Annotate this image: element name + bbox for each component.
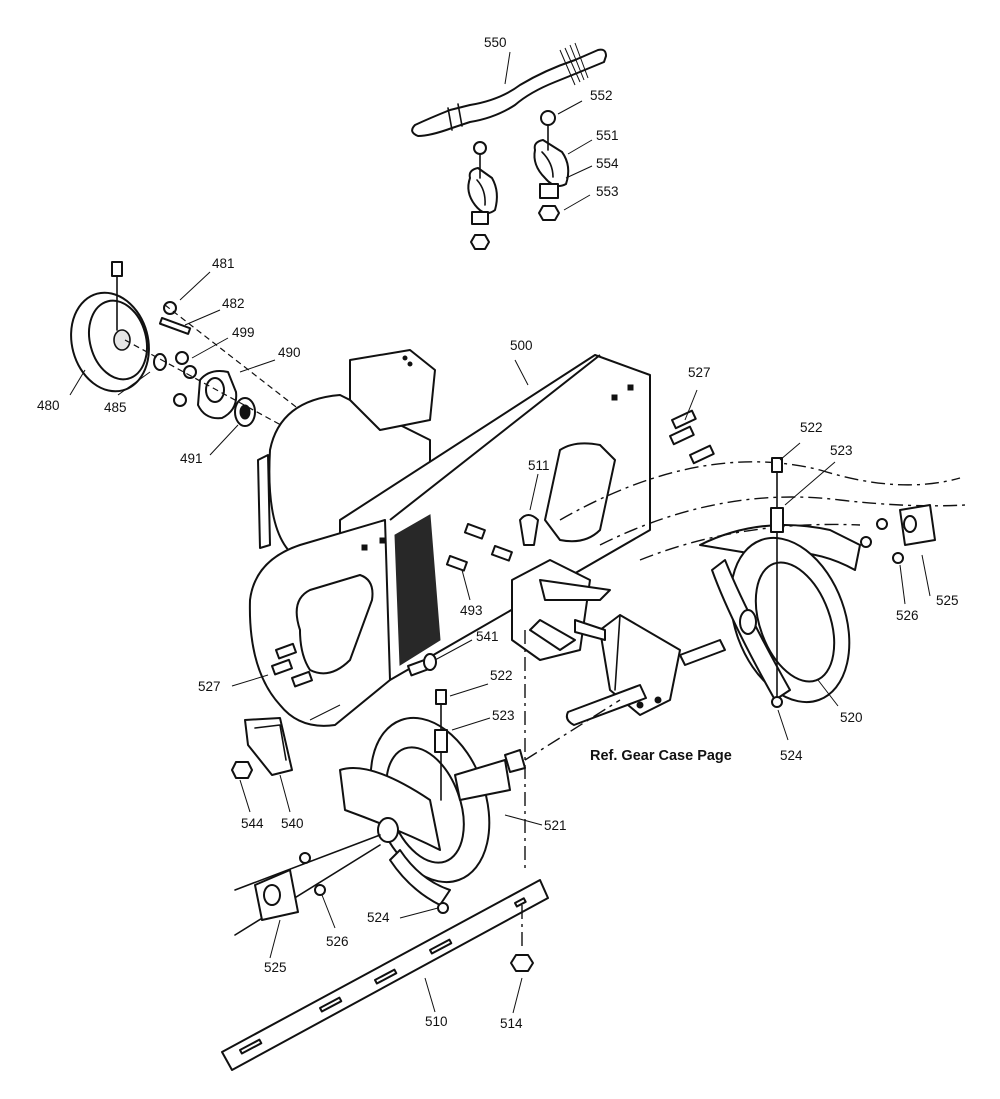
callout-521: 521 xyxy=(544,818,567,833)
callout-522: 522 xyxy=(800,420,823,435)
callout-525: 525 xyxy=(936,593,959,608)
callout-500: 500 xyxy=(510,338,533,353)
auger-pulley xyxy=(70,261,150,393)
callout-520: 520 xyxy=(840,710,863,725)
gear-case xyxy=(565,614,726,726)
callout-553: 553 xyxy=(596,184,619,199)
carriage-bolts-right xyxy=(668,409,715,465)
callout-510: 510 xyxy=(425,1014,448,1029)
scraper-bar xyxy=(221,630,549,1071)
mount-bolts xyxy=(445,514,539,572)
callout-511: 511 xyxy=(528,458,550,473)
callout-499: 499 xyxy=(232,325,255,340)
callout-526: 526 xyxy=(896,608,919,623)
carriage-bolts-left xyxy=(271,642,437,688)
callout-525b: 525 xyxy=(264,960,287,975)
callout-523: 523 xyxy=(830,443,853,458)
callout-490: 490 xyxy=(278,345,301,360)
callout-491: 491 xyxy=(180,451,203,466)
auger-left-hardware xyxy=(254,689,449,921)
chute-bracket-left xyxy=(467,141,498,250)
callout-522b: 522 xyxy=(490,668,513,683)
callout-524b: 524 xyxy=(367,910,390,925)
gear-case-reference-label: Ref. Gear Case Page xyxy=(590,748,732,764)
callout-527b: 527 xyxy=(198,679,221,694)
chute-crank-rod xyxy=(411,42,607,137)
leader-lines xyxy=(69,51,931,1014)
callout-540: 540 xyxy=(281,816,304,831)
skid-shoe xyxy=(231,717,293,779)
callout-480: 480 xyxy=(37,398,60,413)
callout-481: 481 xyxy=(212,256,235,271)
callout-482: 482 xyxy=(222,296,245,311)
callout-541: 541 xyxy=(476,629,499,644)
callout-552: 552 xyxy=(590,88,613,103)
callout-527: 527 xyxy=(688,365,711,380)
callout-523b: 523 xyxy=(492,708,515,723)
chute-bracket-right xyxy=(533,110,570,221)
callout-550: 550 xyxy=(484,35,507,50)
callout-544: 544 xyxy=(241,816,264,831)
callout-554: 554 xyxy=(596,156,619,171)
callout-514: 514 xyxy=(500,1016,523,1031)
pulley-hardware xyxy=(124,301,301,431)
callout-524: 524 xyxy=(780,748,803,763)
callout-labels: 550 552 551 554 553 481 482 499 490 480 … xyxy=(37,35,959,1031)
impeller xyxy=(511,559,611,661)
auger-housing xyxy=(248,349,651,727)
callout-526b: 526 xyxy=(326,934,349,949)
callout-551: 551 xyxy=(596,128,619,143)
auger-right-hardware xyxy=(770,457,936,708)
callout-485: 485 xyxy=(104,400,127,415)
auger-left xyxy=(234,699,621,936)
callout-493: 493 xyxy=(460,603,483,618)
